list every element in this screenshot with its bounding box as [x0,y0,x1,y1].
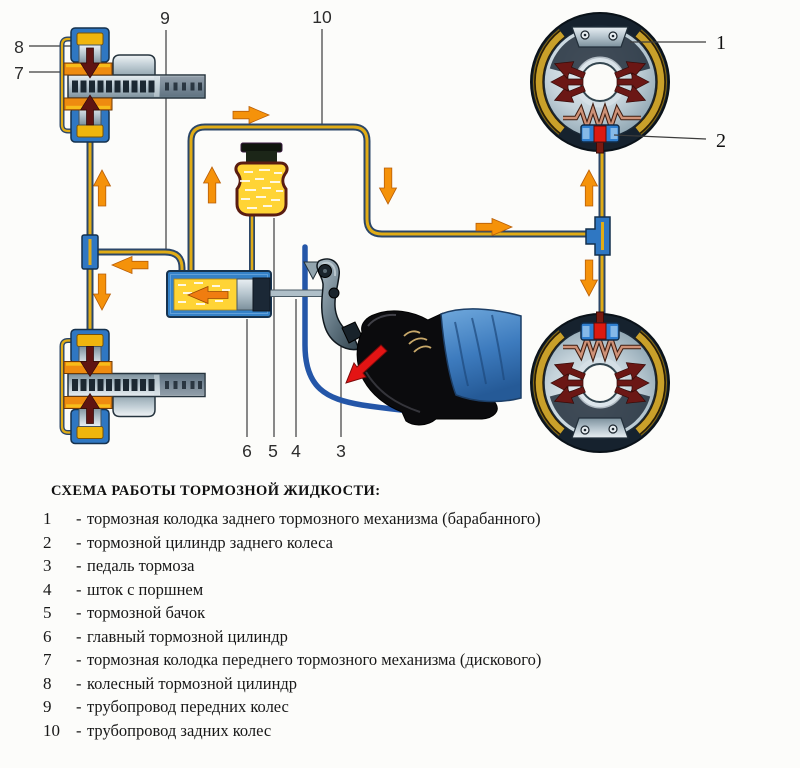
callout-label-2: 2 [716,130,726,152]
pedal-press-arrow [345,344,388,384]
legend-separator: - [76,532,82,552]
legend-item-number: 2 [43,532,52,552]
front-disc-brake-lower [62,330,205,444]
legend-item-text: трубопровод задних колес [87,720,272,740]
callout-label-10: 10 [312,7,332,27]
legend-item-7: 7 -тормозная колодка переднего тормозного… [43,650,800,674]
flow-arrow-up-rear [579,169,599,207]
callout-label-3: 3 [336,441,346,461]
pedal-arm [316,258,361,351]
legend-item-text: тормозная колодка заднего тормозного мех… [87,509,541,528]
legend-item-2: 2 -тормозной цилиндр заднего колеса [43,533,800,557]
legend-item-text: тормозной бачок [87,603,206,622]
legend-item-number: 1 [43,509,52,528]
front-disc-brake-upper [62,28,205,142]
flow-arrow-up-riser [202,166,222,204]
callout-label-5: 5 [268,441,278,461]
driver-foot [345,308,522,426]
legend-separator: - [76,650,82,669]
page-title: СХЕМА РАБОТЫ ТОРМОЗНОЙ ЖИДКОСТИ: [51,483,381,499]
legend-item-text: тормозная колодка переднего тормозного м… [87,650,542,669]
flow-arrow-down-mid [378,167,398,205]
brake-pedal [303,258,363,351]
flow-arrow-down-rear [579,259,599,297]
legend-item-text: педаль тормоза [87,556,195,575]
diagram-svg: 8 7 9 10 6 5 4 3 [14,7,726,461]
callout-label-4: 4 [291,441,301,461]
shoe-laces [403,330,432,353]
legend: 1-тормозная колодка заднего тормозного м… [43,509,800,744]
callout-label-1: 1 [716,32,726,54]
master-cylinder [166,270,335,318]
flow-arrow-left-front [110,255,149,275]
legend-separator: - [76,720,82,740]
legend-item-3: 3 -педаль тормоза [43,556,800,580]
callout-label-7: 7 [14,63,24,83]
legend-separator: - [76,556,82,575]
flow-arrow-left-cylinder [186,285,229,305]
brake-fluid-reservoir [234,142,289,217]
legend-item-text: трубопровод передних колес [87,697,289,716]
flow-arrow-down-front [92,273,112,311]
rear-drum-brake-lower [531,312,669,452]
flow-arrow-right-top [232,105,271,125]
rear-drum-brake-upper [531,13,669,153]
legend-item-number: 3 [43,556,52,575]
legend-item-4: 4 -шток с поршнем [43,580,800,604]
legend-item-10: 10-трубопровод задних колес [43,721,800,745]
rear-brake-pipe [187,123,606,316]
legend-item-1: 1 -тормозная колодка заднего тормозного м… [43,509,800,533]
legend-separator: - [76,673,82,693]
brake-system-diagram: 8 7 9 10 6 5 4 3 [14,7,726,461]
legend-separator: - [76,603,82,622]
callout-label-8: 8 [14,37,24,57]
legend-item-number: 8 [43,673,52,693]
legend-item-number: 5 [43,603,52,622]
legend-item-number: 6 [43,626,52,646]
flow-arrow-right-rear [475,217,514,237]
callout-label-6: 6 [242,441,252,461]
callout-line-2 [613,134,707,140]
legend-item-text: тормозной цилиндр заднего колеса [87,532,333,552]
legend-item-number: 4 [43,579,52,599]
reservoir-cap [240,142,283,153]
legend-separator: - [76,626,82,646]
tee-fitting-rear [585,216,611,256]
master-cylinder-piston [236,278,254,311]
legend-item-6: 6 -главный тормозной цилиндр [43,627,800,651]
legend-item-text: главный тормозной цилиндр [87,626,288,646]
legend-separator: - [76,509,82,528]
legend-separator: - [76,697,82,716]
legend-item-number: 9 [43,697,52,716]
callout-lines [29,29,342,437]
legend-item-9: 9 -трубопровод передних колес [43,697,800,721]
legend-separator: - [76,579,82,599]
rod-clevis-pin [328,287,340,299]
legend-item-text: колесный тормозной цилиндр [87,673,298,693]
legend-item-number: 7 [43,650,52,669]
caption-area: СХЕМА РАБОТЫ ТОРМОЗНОЙ ЖИДКОСТИ: [51,483,800,500]
flow-arrows [92,105,599,311]
callout-label-9: 9 [160,8,170,28]
legend-item-8: 8 -колесный тормозной цилиндр [43,674,800,698]
legend-item-5: 5 -тормозной бачок [43,603,800,627]
reservoir-jar [234,161,289,217]
legend-item-text: шток с поршнем [87,579,204,599]
piston-head [252,277,271,312]
flow-arrow-up-front [92,169,112,207]
legend-item-number: 10 [43,720,60,740]
